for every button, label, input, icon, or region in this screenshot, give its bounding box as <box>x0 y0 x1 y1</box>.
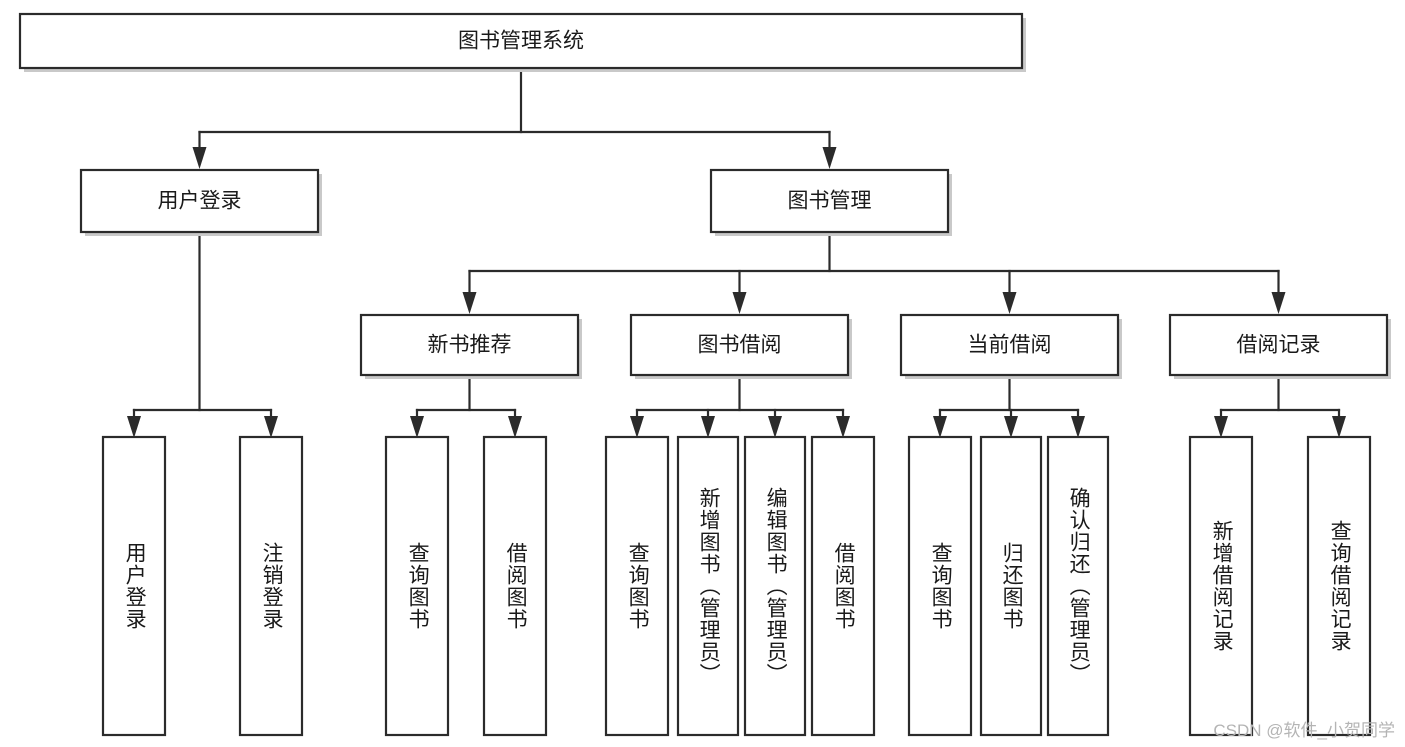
arrow-head-icon <box>462 292 477 314</box>
node-label-level3-0: 新书推荐 <box>428 334 512 357</box>
arrow-head-icon <box>1071 416 1085 438</box>
node-label-level3-2: 当前借阅 <box>968 334 1052 357</box>
node-leaf-11[interactable] <box>1188 435 1254 737</box>
node-leaf-6[interactable] <box>743 435 807 737</box>
watermark-text: CSDN @软件_小贺同学 <box>1213 721 1395 740</box>
node-leaf-8[interactable] <box>907 435 973 737</box>
node-label-level3-1: 图书借阅 <box>698 334 782 357</box>
arrow-head-icon <box>701 416 715 438</box>
node-leaf-4[interactable] <box>604 435 670 737</box>
node-leaf-12[interactable] <box>1306 435 1372 737</box>
node-level2-0[interactable] <box>79 168 320 234</box>
arrow-head-icon <box>192 147 207 169</box>
arrow-head-icon <box>508 416 522 438</box>
node-label-level2-1: 图书管理 <box>788 190 872 213</box>
arrow-head-icon <box>264 416 278 438</box>
node-leaf-1[interactable] <box>238 435 304 737</box>
node-leaf-5[interactable] <box>676 435 740 737</box>
node-level3-3[interactable] <box>1168 313 1389 377</box>
node-level3-1[interactable] <box>629 313 850 377</box>
arrow-head-icon <box>127 416 141 438</box>
node-leaf-7[interactable] <box>810 435 876 737</box>
node-leaf-0[interactable] <box>101 435 167 737</box>
node-level2-1[interactable] <box>709 168 950 234</box>
arrow-head-icon <box>1004 416 1018 438</box>
arrow-head-icon <box>933 416 947 438</box>
node-label-root: 图书管理系统 <box>458 30 584 53</box>
node-root-图书管理系统[interactable] <box>18 12 1024 70</box>
node-level3-2[interactable] <box>899 313 1120 377</box>
edge-layer <box>127 66 1346 438</box>
arrow-head-icon <box>410 416 424 438</box>
node-label-level2-0: 用户登录 <box>158 190 242 213</box>
node-label-level3-3: 借阅记录 <box>1237 334 1321 357</box>
node-leaf-10[interactable] <box>1046 435 1110 737</box>
arrow-head-icon <box>768 416 782 438</box>
arrow-head-icon <box>630 416 644 438</box>
arrow-head-icon <box>1332 416 1346 438</box>
node-leaf-3[interactable] <box>482 435 548 737</box>
arrow-head-icon <box>1002 292 1017 314</box>
node-layer <box>18 12 1391 737</box>
node-leaf-9[interactable] <box>979 435 1043 737</box>
node-level3-0[interactable] <box>359 313 580 377</box>
arrow-head-icon <box>1214 416 1228 438</box>
arrow-head-icon <box>1271 292 1286 314</box>
arrow-head-icon <box>732 292 747 314</box>
arrow-head-icon <box>822 147 837 169</box>
arrow-head-icon <box>836 416 850 438</box>
node-leaf-2[interactable] <box>384 435 450 737</box>
